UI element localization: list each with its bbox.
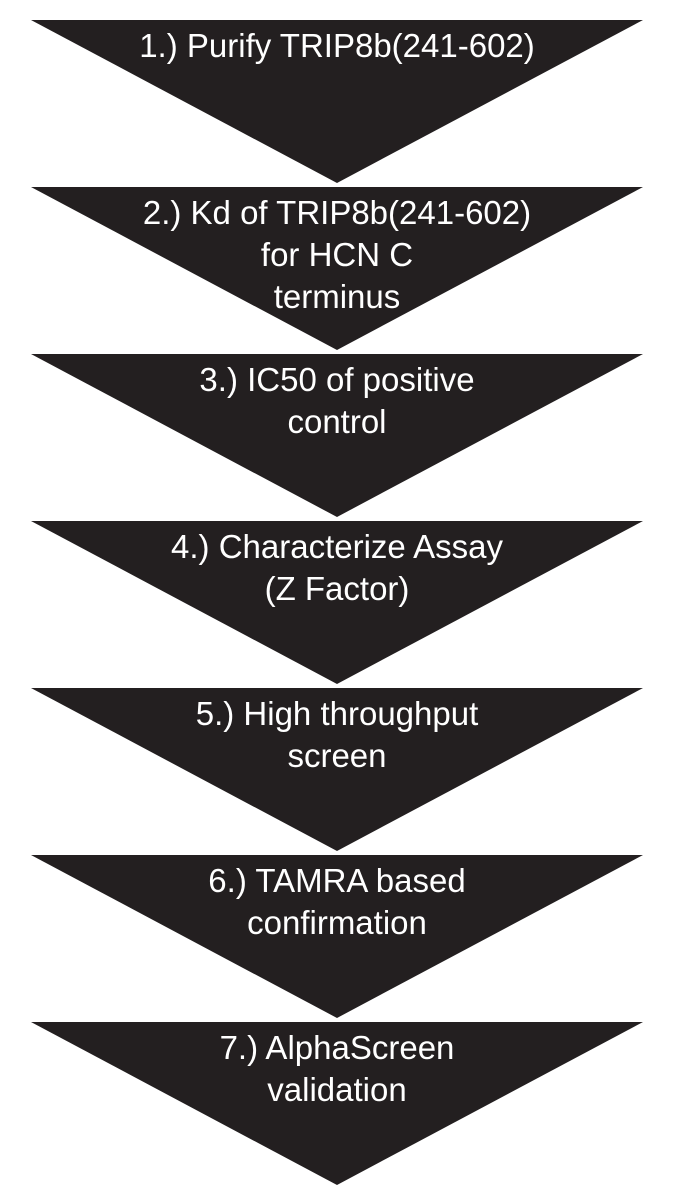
funnel-step-2-label: 2.) Kd of TRIP8b(241-602) for HCN C term… <box>31 187 643 318</box>
funnel-step-2-arrow: 2.) Kd of TRIP8b(241-602) for HCN C term… <box>31 187 643 350</box>
step-3-line-2: control <box>287 403 387 440</box>
step-6-line-2: confirmation <box>247 904 427 941</box>
step-4-line-2: (Z Factor) <box>264 570 410 607</box>
funnel-step-4-label: 4.) Characterize Assay (Z Factor) <box>31 521 643 610</box>
funnel-step-5-arrow: 5.) High throughput screen <box>31 688 643 851</box>
funnel-step-3-label: 3.) IC50 of positive control <box>31 354 643 443</box>
step-2-line-2: for HCN C <box>260 236 414 273</box>
step-5-line-2: screen <box>287 737 387 774</box>
funnel-step-1-arrow: 1.) Purify TRIP8b(241-602) <box>31 20 643 183</box>
step-2-line-1: 2.) Kd of TRIP8b(241-602) <box>142 194 532 231</box>
step-6-line-1: 6.) TAMRA based <box>208 862 466 899</box>
step-1-line-1: 1.) Purify TRIP8b(241-602) <box>139 27 535 64</box>
step-7-line-2: validation <box>267 1071 407 1108</box>
step-3-line-1: 3.) IC50 of positive <box>199 361 475 398</box>
step-2-line-3: terminus <box>273 278 401 315</box>
step-7-line-1: 7.) AlphaScreen <box>219 1029 455 1066</box>
funnel-step-7-label: 7.) AlphaScreen validation <box>31 1022 643 1111</box>
funnel-step-1-label: 1.) Purify TRIP8b(241-602) <box>31 20 643 67</box>
step-4-line-1: 4.) Characterize Assay <box>171 528 503 565</box>
funnel-step-6-label: 6.) TAMRA based confirmation <box>31 855 643 944</box>
funnel-step-4-arrow: 4.) Characterize Assay (Z Factor) <box>31 521 643 684</box>
step-5-line-1: 5.) High throughput <box>195 695 479 732</box>
funnel-step-7-arrow: 7.) AlphaScreen validation <box>31 1022 643 1185</box>
funnel-step-3-arrow: 3.) IC50 of positive control <box>31 354 643 517</box>
funnel-step-5-label: 5.) High throughput screen <box>31 688 643 777</box>
funnel-step-6-arrow: 6.) TAMRA based confirmation <box>31 855 643 1018</box>
